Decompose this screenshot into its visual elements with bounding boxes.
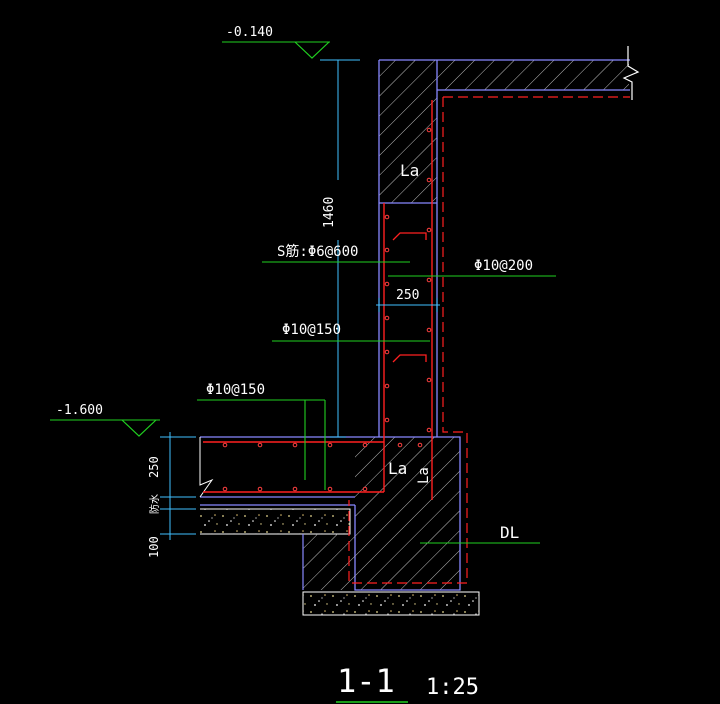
level-top-label: -0.140: [226, 25, 273, 40]
top-slab: [437, 59, 630, 91]
rebar-dots: [222, 127, 432, 492]
dim-waterproof-label: 防水: [148, 494, 161, 514]
ground-beam-label: DL: [500, 523, 519, 542]
anchorage-lower-vertical-label: La: [416, 467, 432, 484]
dim-slab-thickness-label: 250: [147, 456, 161, 478]
break-line-top-right: [622, 46, 640, 100]
dim-wall-height: [320, 59, 360, 438]
base-cushion: [302, 591, 480, 616]
floor-slab: [199, 436, 355, 506]
rebar-wall-inner-label: Φ10@150: [282, 322, 341, 338]
level-bottom-label: -1.600: [56, 403, 103, 418]
section-scale: 1:25: [426, 675, 479, 700]
rebar-wall-outer-label: Φ10@200: [474, 258, 533, 274]
level-marker-top: [294, 41, 330, 59]
slab-cushion: [200, 508, 351, 535]
rebar-lines: [203, 96, 630, 584]
dim-slab-stack: [160, 432, 196, 540]
rebar-slab-label: Φ10@150: [206, 382, 265, 398]
anchorage-lower-horizontal-label: La: [388, 459, 407, 478]
dim-wall-thickness-label: 250: [396, 288, 419, 303]
rebar-s-bar-label: S筋:Φ6@600: [277, 243, 358, 260]
wall-outline: [378, 59, 438, 437]
leader-lines: [50, 41, 556, 544]
anchorage-upper-label: La: [400, 161, 419, 180]
level-marker-bottom: [121, 419, 157, 437]
dim-base-thickness-label: 100: [147, 536, 161, 558]
section-title: 1-1: [337, 662, 395, 700]
ground-beam: [354, 436, 461, 591]
dim-wall-thickness: [376, 298, 440, 312]
step-soil: [302, 534, 355, 590]
dim-wall-height-label: 1460: [322, 197, 337, 228]
